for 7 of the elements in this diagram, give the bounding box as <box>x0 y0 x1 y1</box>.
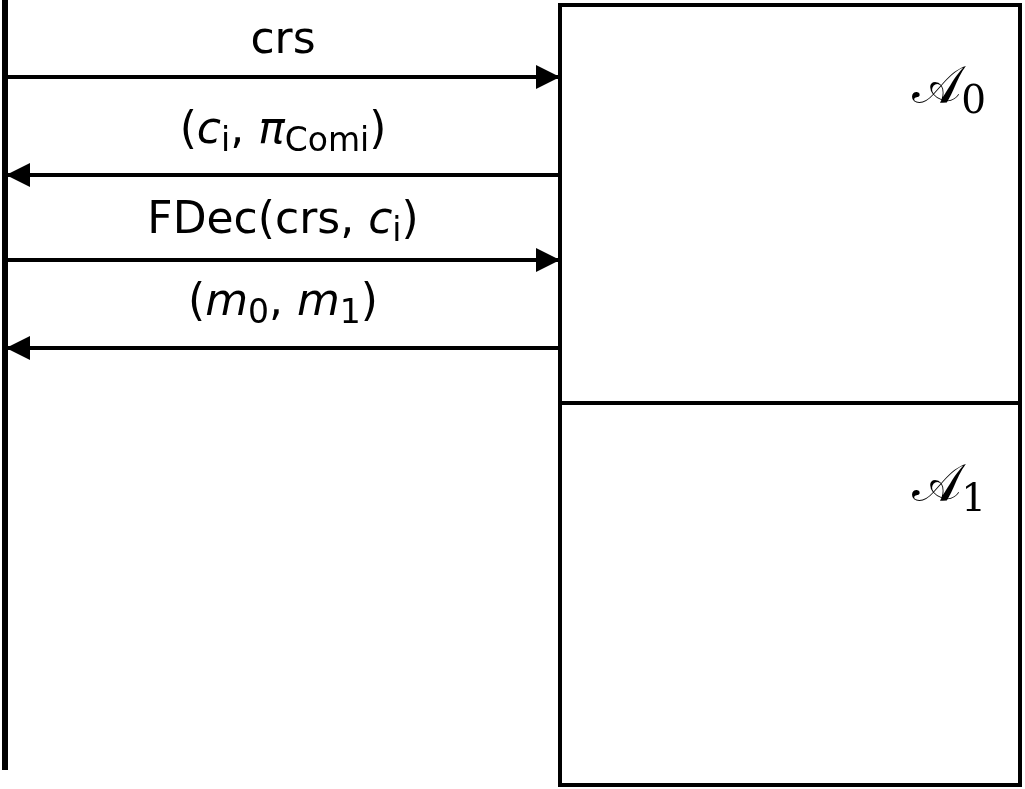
arrow <box>6 163 558 187</box>
box-label: 𝒜$_{1}$ <box>912 453 986 513</box>
lifeline <box>2 0 8 770</box>
arrow <box>6 336 558 360</box>
box-label: 𝒜$_{0}$ <box>912 55 986 115</box>
arrow <box>8 248 560 272</box>
arrow <box>8 65 560 89</box>
